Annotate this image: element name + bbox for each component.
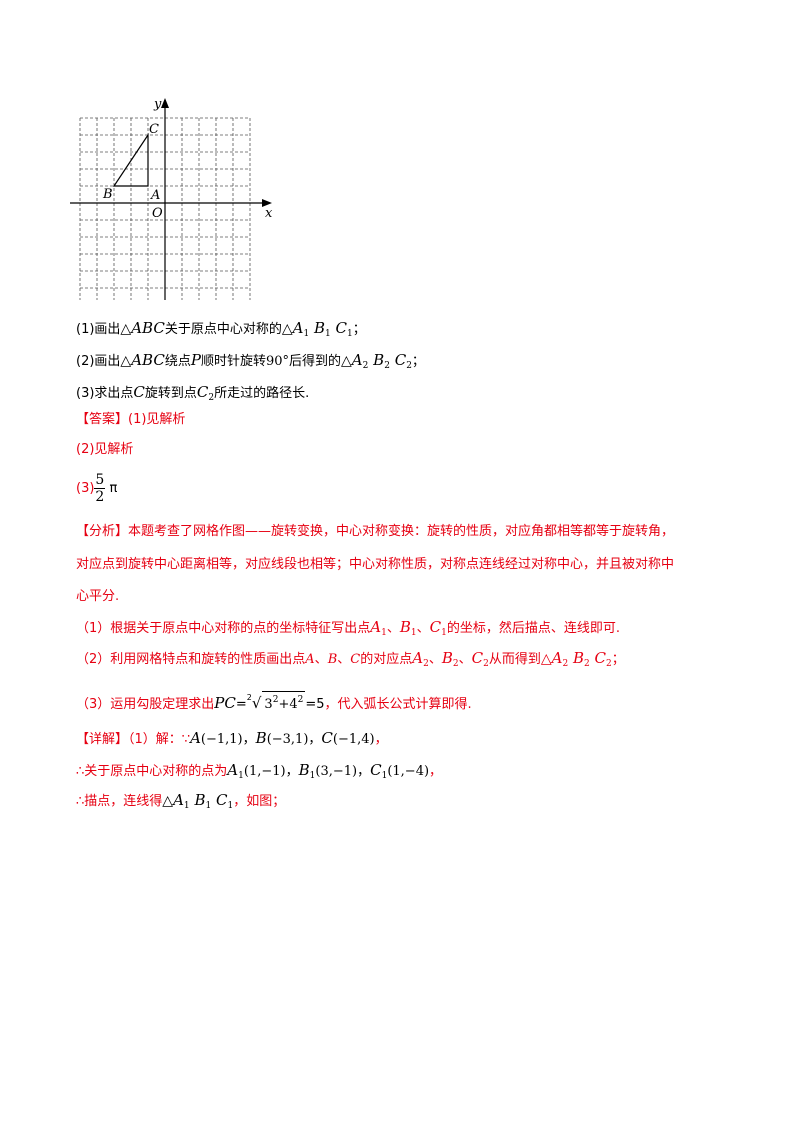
point-label-a: A (150, 188, 160, 203)
point-label-b: B (102, 187, 113, 202)
triangle-abc (112, 133, 149, 187)
analysis-line-3: 心平分. (76, 589, 120, 604)
point-label-c: C (149, 122, 159, 137)
analysis-step-3: （3）运用勾股定理求出PC=2√32+42=5，代入弧长公式计算即得. (76, 691, 472, 712)
axes (70, 98, 272, 300)
analysis-line-2: 对应点到旋转中心距离相等，对应线段也相等；中心对称性质，对称点连线经过对称中心，… (76, 557, 675, 572)
analysis-step-2: （2）利用网格特点和旋转的性质画出点A、B、C的对应点A2、B2、C2从而得到△… (76, 649, 625, 669)
detail-line-3: ∴描点，连线得△A1 B1 C1，如图； (76, 791, 286, 811)
analysis-step-1: （1）根据关于原点中心对称的点的坐标特征写出点A1、B1、C1的坐标，然后描点、… (76, 618, 621, 638)
question-3: (3)求出点C旋转到点C2所走过的路径长. (76, 383, 310, 403)
y-axis-label: y (153, 97, 162, 112)
origin-label: O (152, 206, 163, 221)
x-axis-arrow (262, 199, 272, 207)
answer-tag: 【答案】 (76, 412, 129, 427)
analysis-line-1: 【分析】本题考查了网格作图——旋转变换，中心对称变换：旋转的性质，对应角都相等都… (76, 524, 675, 539)
detail-line-1: 【详解】（1）解：∵A(−1,1)，B(−3,1)，C(−1,4)， (76, 729, 388, 747)
y-axis-arrow (161, 98, 169, 108)
detail-line-2: ∴关于原点中心对称的点为A1(1,−1)，B1(3,−1)，C1(1,−4)， (76, 761, 443, 781)
coordinate-grid-figure: C B A O x y (70, 97, 273, 300)
x-axis-label: x (265, 206, 273, 221)
answer-line-1: 【答案】(1)见解析 (76, 412, 186, 427)
answer-line-2: (2)见解析 (76, 442, 134, 457)
question-1: (1)画出△ABC关于原点中心对称的△A1 B1 C1； (76, 319, 366, 339)
analysis-tag: 【分析】 (76, 524, 129, 539)
question-2: (2)画出△ABC绕点P顺时针旋转90°后得到的△A2 B2 C2； (76, 351, 425, 371)
detail-tag: 【详解】 (76, 732, 129, 747)
